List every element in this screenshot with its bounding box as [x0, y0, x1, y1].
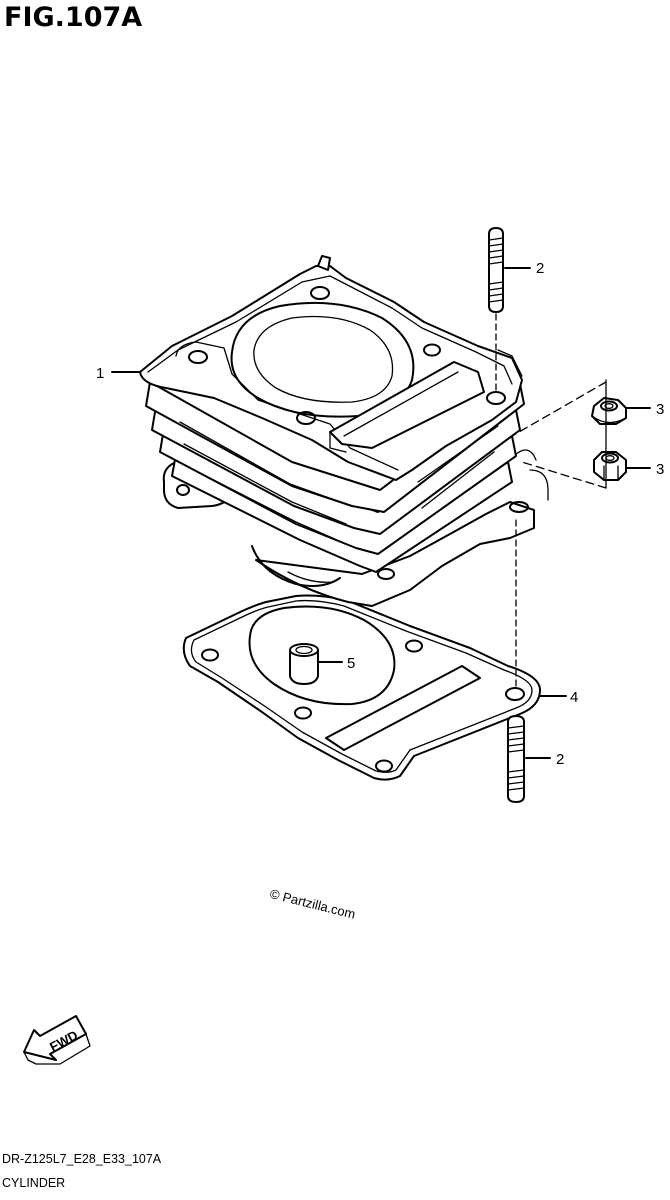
base-gasket[interactable]	[182, 594, 541, 781]
lower-nut[interactable]	[593, 451, 627, 481]
lower-stud[interactable]	[507, 519, 525, 803]
cylinder[interactable]	[139, 255, 549, 607]
upper-nut[interactable]	[591, 397, 627, 425]
callout-5: 5	[347, 655, 355, 672]
upper-stud[interactable]	[488, 227, 504, 395]
model-code: DR-Z125L7_E28_E33_107A	[2, 1152, 162, 1166]
callout-4: 4	[570, 689, 578, 706]
figure-title: FIG.107A	[4, 2, 143, 33]
callout-2-upper: 2	[536, 260, 544, 277]
section-name: CYLINDER	[2, 1176, 66, 1190]
callout-1: 1	[96, 365, 104, 382]
callout-2-lower: 2	[556, 751, 564, 768]
dowel-pin[interactable]	[289, 643, 319, 685]
callout-3-upper: 3	[656, 401, 664, 418]
callout-3-lower: 3	[656, 461, 664, 478]
fwd-arrow-icon: FWD	[23, 1015, 91, 1065]
